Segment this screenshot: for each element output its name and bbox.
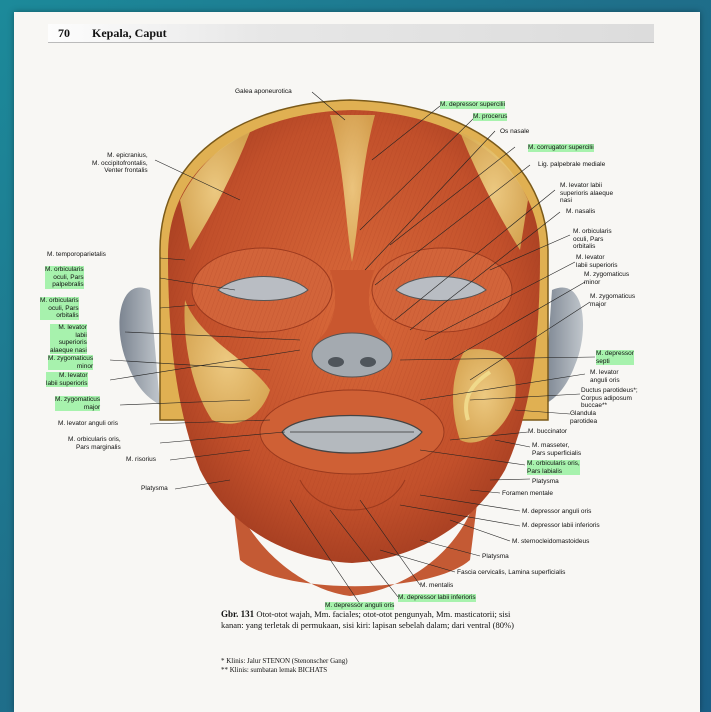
footnote-2-mark: ** [221, 666, 228, 674]
label-foramen-mentale: Foramen mentale [502, 490, 553, 498]
left-ear [119, 287, 160, 405]
label-orbicularis-oculi-orbitalis-right: M. orbicularis oculi, Pars orbitalis [573, 228, 612, 251]
label-orbicularis-oculi-orbitalis-left: M. orbicularis oculi, Pars orbitalis [40, 297, 79, 320]
label-levator-labii-alaeque-right: M. levator labii superioris alaeque nasi [560, 182, 613, 205]
footnote-1-mark: * [221, 657, 225, 665]
label-depressor-labii-inferioris-right: M. depressor labii inferioris [522, 522, 600, 530]
right-ear [544, 287, 583, 405]
label-procerus: M. procerus [473, 113, 507, 121]
label-levator-anguli-oris-right: M. levator anguli oris [590, 369, 620, 384]
label-zygomaticus-minor-right: M. zygomaticus minor [584, 271, 629, 286]
label-fascia-cervicalis: Fascia cervicalis, Lamina superficialis [457, 569, 565, 577]
figure-caption: Gbr. 131 Otot-otot wajah, Mm. faciales; … [221, 609, 531, 631]
label-buccinator: M. buccinator [528, 428, 567, 436]
footnote-2-text: Klinis: sumbatan lemak BICHATS [230, 666, 327, 674]
footnote-2: ** Klinis: sumbatan lemak BICHATS [221, 666, 348, 675]
label-os-nasale: Os nasale [500, 128, 529, 136]
footnote-1-text: Klinis: Jalur STENON (Stenonscher Gang) [226, 657, 347, 665]
label-masseter: M. masseter, Pars superficialis [532, 442, 581, 457]
nose [312, 333, 392, 377]
label-zygomaticus-minor-left: M. zygomaticus minor [48, 355, 93, 370]
caption-text: Otot-otot wajah, Mm. faciales; otot-otot… [221, 609, 514, 630]
label-depressor-supercilii: M. depressor supercilii [440, 101, 505, 109]
label-platysma-bottom: Platysma [482, 553, 509, 561]
label-orbicularis-oris-labialis: M. orbicularis oris, Pars labialis [527, 460, 580, 475]
label-corrugator-supercilii: M. corrugator supercilii [528, 144, 594, 152]
label-depressor-anguli-oris-right: M. depressor anguli oris [522, 508, 591, 516]
label-zygomaticus-major-right: M. zygomaticus major [590, 293, 635, 308]
label-lig-palpebrale-mediale: Lig. palpebrale mediale [538, 161, 605, 169]
label-sternocleidomastoideus: M. sternocleidomastoideus [512, 538, 589, 546]
label-levator-labii-alaeque-left: M. levator labii superioris alaeque nasi [50, 324, 87, 354]
label-orbicularis-oris-marginalis: M. orbicularis oris, Pars marginalis [68, 436, 121, 451]
label-temporoparietalis: M. temporoparietalis [47, 251, 106, 259]
label-levator-labii-superioris-right: M. levator labii superioris [576, 254, 618, 269]
label-mentalis: M. mentalis [420, 582, 453, 590]
footnotes: * Klinis: Jalur STENON (Stenonscher Gang… [221, 657, 348, 674]
label-levator-anguli-oris-left: M. levator anguli oris [58, 420, 118, 428]
label-galea-aponeurotica: Galea aponeurotica [235, 88, 292, 96]
label-glandula-parotidea: Glandula parotidea [570, 410, 597, 425]
label-risorius: M. risorius [126, 456, 156, 464]
label-ductus-parotideus: Ductus parotideus*; Corpus adiposum bucc… [581, 387, 638, 410]
label-depressor-labii-inferioris-bottom: M. depressor labii inferioris [398, 594, 476, 602]
label-levator-labii-superioris-left: M. levator labii superioris [46, 372, 88, 387]
label-depressor-septi: M. depressor septi [596, 350, 634, 365]
label-nasalis: M. nasalis [566, 208, 595, 216]
label-orbicularis-oculi-palpebralis: M. orbicularis oculi, Pars palpebralis [45, 266, 84, 289]
figure-number: Gbr. 131 [221, 609, 254, 619]
label-platysma-left: Platysma [141, 485, 168, 493]
label-zygomaticus-major-left: M. zygomaticus major [55, 396, 100, 411]
label-platysma-right: Platysma [532, 478, 559, 486]
label-epicranius: M. epicranius, M. occipitofrontalis, Ven… [92, 152, 148, 175]
footnote-1: * Klinis: Jalur STENON (Stenonscher Gang… [221, 657, 348, 666]
